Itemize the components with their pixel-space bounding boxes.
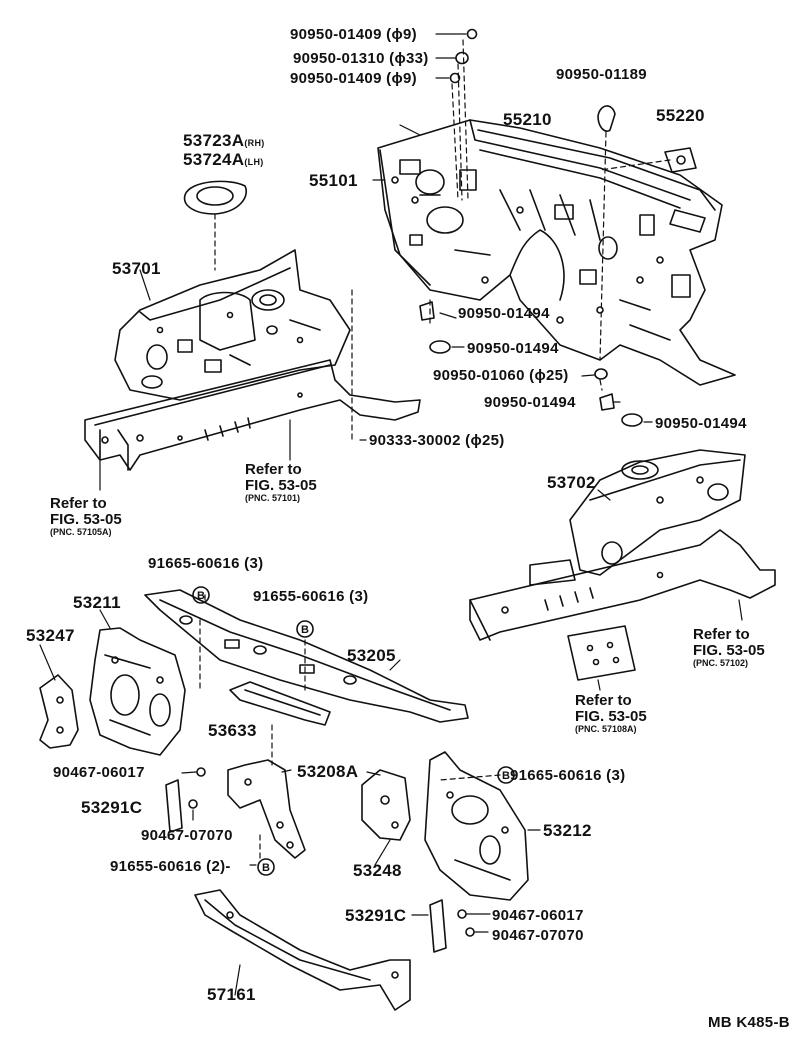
leader-lines <box>199 39 671 861</box>
part-label-53205: 53205 <box>347 646 396 665</box>
part-label-90950-01060: 90950-01060 (ϕ25) <box>433 367 569 384</box>
reference-pnc: (PNC. 57102) <box>693 657 749 668</box>
mark-b: B <box>502 770 510 782</box>
part-label-90950-01189: 90950-01189 <box>556 66 647 83</box>
part-label-53208A: 53208A <box>297 762 359 781</box>
reference-line-1: Refer to <box>50 495 107 512</box>
reference-note-57102: Refer to FIG. 53-05 (PNC. 57102) <box>693 627 765 668</box>
part-label-55220: 55220 <box>656 106 705 125</box>
apron-53701 <box>114 249 351 401</box>
hole-plug-icon <box>621 413 643 427</box>
bracket-53247 <box>39 674 79 749</box>
part-label-90950-01494: 90950-01494 <box>655 415 747 432</box>
bolt-icon <box>457 909 467 919</box>
reference-pnc: (PNC. 57105A) <box>50 526 112 537</box>
hole-plug-icon <box>419 301 435 321</box>
part-label-53702: 53702 <box>547 473 596 492</box>
part-label-90950-01494: 90950-01494 <box>467 340 559 357</box>
part-label-53291C: 53291C <box>81 798 143 817</box>
part-label-90950-01494: 90950-01494 <box>458 305 550 322</box>
hole-plug-icon <box>599 393 615 411</box>
bolt-icon <box>465 927 475 937</box>
mark-b: B <box>301 624 309 636</box>
part-label-91655-60616: 91655-60616 (3) <box>253 588 369 605</box>
patch-57108A <box>567 625 636 681</box>
hole-plug-icon <box>429 340 451 354</box>
bracket-53291C-right <box>429 899 447 953</box>
mark-b-letters: B B B B <box>197 590 510 874</box>
part-label-53633: 53633 <box>208 721 257 740</box>
mark-b: B <box>262 862 270 874</box>
grommet-icon <box>466 28 478 40</box>
part-label-53212: 53212 <box>543 821 592 840</box>
part-label-53248: 53248 <box>353 861 402 880</box>
grommet-icon <box>594 368 608 380</box>
part-label-90950-01494: 90950-01494 <box>484 394 576 411</box>
part-label-55210: 55210 <box>503 110 552 129</box>
part-label-53723A: 53723A(RH) <box>183 131 265 150</box>
crossmember-57161 <box>194 889 411 1011</box>
apron-seal-53723A <box>183 180 247 215</box>
mark-b-circles <box>192 586 515 876</box>
bolt-icon <box>196 767 206 777</box>
headlamp-panel-53211 <box>89 627 186 756</box>
part-label-90467-06017: 90467-06017 <box>492 907 584 924</box>
part-label-53247: 53247 <box>26 626 75 645</box>
part-label-90467-07070: 90467-07070 <box>141 827 233 844</box>
part-label-90950-01409: 90950-01409 (ϕ9) <box>290 26 417 43</box>
reference-line-2: FIG. 53-05 <box>245 476 317 494</box>
reference-note-57108A: Refer to FIG. 53-05 (PNC. 57108A) <box>575 693 647 734</box>
part-label-90950-01310: 90950-01310 (ϕ33) <box>293 50 429 67</box>
part-label-53211: 53211 <box>73 593 121 612</box>
part-label-90467-07070: 90467-07070 <box>492 927 584 944</box>
hole-plug-icon <box>597 105 616 132</box>
reference-line-1: Refer to <box>245 461 302 478</box>
part-label-90950-01409: 90950-01409 (ϕ9) <box>290 70 417 87</box>
pad-icon <box>664 147 697 173</box>
reference-line-2: FIG. 53-05 <box>693 641 765 659</box>
grommet-icon <box>455 51 469 65</box>
bracket-53633 <box>229 681 331 726</box>
part-label-57161: 57161 <box>207 985 256 1004</box>
grommet-icon <box>449 72 461 84</box>
side-member-right <box>469 529 776 641</box>
apron-53702 <box>569 449 746 576</box>
reference-pnc: (PNC. 57101) <box>245 492 301 503</box>
bracket-53248 <box>361 769 411 841</box>
part-label-90467-06017: 90467-06017 <box>53 764 145 781</box>
support-53208A <box>227 759 306 859</box>
bolt-icon <box>188 799 198 809</box>
part-label-91655-60616: 91655-60616 (2)- <box>110 858 231 875</box>
mark-b: B <box>197 590 205 602</box>
part-label-90333-30002: 90333-30002 (ϕ25) <box>369 432 505 449</box>
bracket-53291C-left <box>165 779 183 833</box>
part-label-53291C: 53291C <box>345 906 407 925</box>
reference-line-2: FIG. 53-05 <box>575 707 647 725</box>
part-label-55101: 55101 <box>309 171 358 190</box>
headlamp-panel-53212 <box>424 751 529 901</box>
part-label-91665-60616: 91665-60616 (3) <box>510 767 626 784</box>
radiator-support-upper-53205 <box>144 589 469 723</box>
reference-line-1: Refer to <box>693 626 750 643</box>
reference-line-2: FIG. 53-05 <box>50 510 122 528</box>
part-label-91665-60616: 91665-60616 (3) <box>148 555 264 572</box>
leader-solid <box>39 33 743 996</box>
dash-panel-55101 <box>377 119 736 386</box>
part-label-53724A: 53724A(LH) <box>183 150 264 169</box>
reference-note-57101: Refer to FIG. 53-05 (PNC. 57101) <box>245 462 317 503</box>
part-label-53701: 53701 <box>112 259 161 278</box>
reference-pnc: (PNC. 57108A) <box>575 723 637 734</box>
reference-note-57105A: Refer to FIG. 53-05 (PNC. 57105A) <box>50 496 122 537</box>
side-member-left <box>84 359 421 471</box>
reference-line-1: Refer to <box>575 692 632 709</box>
diagram-code: MB K485-B <box>708 1014 790 1031</box>
